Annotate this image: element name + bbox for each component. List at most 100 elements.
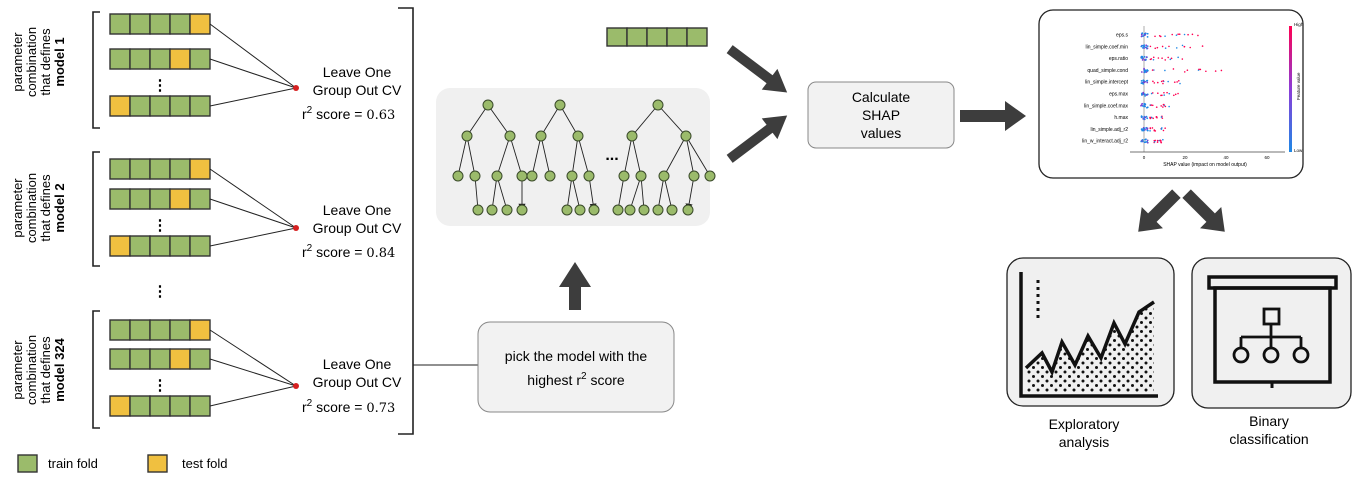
shap-dot: [1163, 94, 1166, 96]
model-324-name: model 324: [52, 337, 67, 401]
fold-ellipsis: ⋮: [153, 77, 168, 94]
shap-dot: [1146, 128, 1148, 130]
shap-summary-plot: eps.slin_simple.coef.mineps.ratioquad_si…: [1038, 9, 1304, 179]
cv-label-line1: Leave One: [323, 64, 392, 80]
shap-tick-label: 20: [1182, 155, 1188, 160]
shap-dot: [1160, 141, 1162, 143]
shap-dot: [1140, 92, 1143, 95]
models-right-bracket: [398, 7, 414, 435]
fold-row: [109, 13, 211, 35]
shap-dot: [1181, 44, 1184, 47]
pick-model-line1: pick the model with the: [505, 348, 648, 364]
model-324-label-line3: that defines: [38, 336, 53, 404]
shap-dot: [1141, 93, 1143, 96]
shap-dot: [1162, 138, 1164, 141]
shap-dot: [1199, 68, 1202, 71]
model-2-bracket-left: [92, 151, 100, 267]
shap-dot: [1156, 46, 1159, 49]
shap-dot: [1177, 33, 1179, 35]
shap-dot: [1143, 127, 1146, 130]
shap-dot: [1183, 71, 1186, 73]
shap-dot: [1160, 94, 1162, 97]
shap-dot: [1152, 80, 1154, 83]
shap-dot: [1157, 57, 1160, 59]
shap-dot: [1146, 139, 1149, 142]
shap-dot: [1164, 105, 1167, 108]
shap-dot: [1152, 56, 1155, 59]
shap-dot: [1146, 81, 1149, 84]
fold-connector: [209, 23, 297, 107]
shap-tick-label: 0: [1143, 155, 1146, 160]
shap-dot: [1205, 70, 1207, 73]
shap-dot: [1144, 128, 1146, 131]
tree-ensemble-panel: [436, 88, 710, 226]
tree-ensemble: ...: [452, 99, 716, 215]
model-block-324: parameter combination that defines model…: [10, 310, 402, 429]
model-2-label-line2: combination: [24, 173, 39, 243]
legend-test-swatch: [147, 454, 168, 473]
shap-dot: [1145, 44, 1148, 47]
shap-dot: [1145, 56, 1148, 59]
arrow-to-exploratory: [1138, 189, 1181, 232]
shap-dot: [1142, 129, 1145, 131]
model-block-2: parameter combination that defines model…: [10, 151, 402, 267]
decision-tree: [526, 99, 599, 215]
shap-dot: [1176, 81, 1178, 83]
shap-dot: [1142, 79, 1145, 82]
shap-dot: [1183, 33, 1186, 36]
fold-row: [109, 95, 211, 117]
shap-feature-label: h.max: [1114, 115, 1128, 121]
shap-dot: [1214, 70, 1217, 72]
cv-fold-rows-324: ⋮: [109, 319, 211, 417]
shap-dot: [1167, 80, 1169, 83]
decision-tree: [612, 99, 716, 215]
model-1-name: model 1: [52, 37, 67, 86]
shap-dot: [1154, 130, 1157, 132]
shap-dot: [1162, 106, 1164, 108]
binary-label-line2: classification: [1229, 431, 1308, 447]
shap-dot: [1145, 138, 1147, 141]
r2-score-1: r2 score = 0.63: [302, 105, 395, 123]
shap-line1: Calculate: [852, 89, 911, 105]
exploratory-label-line2: analysis: [1059, 434, 1110, 450]
shap-dot: [1142, 35, 1144, 38]
shap-dot: [1162, 129, 1165, 132]
shap-feature-label: lin_simple.adj_r2: [1090, 127, 1128, 133]
shap-dot: [1156, 81, 1159, 84]
shap-line2: SHAP: [862, 107, 900, 123]
shap-dot: [1146, 117, 1149, 120]
shap-dot: [1191, 33, 1194, 36]
shap-dot: [1167, 56, 1169, 59]
shap-dot: [1143, 118, 1146, 120]
r2-score-2: r2 score = 0.84: [302, 243, 395, 261]
shap-feature-label: eps.max: [1109, 92, 1128, 98]
shap-dot: [1164, 69, 1166, 72]
cv-point: [293, 225, 299, 231]
shap-tick-label: 60: [1264, 155, 1270, 160]
shap-dot: [1162, 103, 1165, 106]
shap-dot: [1187, 33, 1189, 36]
shap-dots: [1140, 32, 1223, 144]
shap-dot: [1170, 57, 1173, 60]
shap-dot: [1171, 33, 1174, 36]
shap-dot: [1183, 45, 1186, 48]
model-1-label-line2: combination: [24, 27, 39, 97]
shap-dot: [1153, 82, 1156, 84]
shap-dot: [1150, 58, 1153, 60]
shap-colorbar-high: High: [1294, 22, 1304, 27]
fold-ellipsis: ⋮: [153, 377, 168, 394]
fold-row: [109, 395, 211, 417]
shap-dot: [1145, 46, 1148, 49]
shap-dot: [1177, 79, 1180, 82]
fold-connector: [209, 168, 297, 247]
shap-dot: [1140, 35, 1143, 38]
shap-dot: [1141, 55, 1144, 58]
shap-dot: [1144, 70, 1147, 73]
shap-dot: [1181, 58, 1184, 60]
shap-dot: [1140, 79, 1143, 82]
shap-feature-label: quad_simple.cond: [1087, 68, 1128, 74]
shap-dot: [1143, 59, 1146, 61]
shap-feature-label: lin_w_interact.adj_r2: [1082, 139, 1128, 145]
